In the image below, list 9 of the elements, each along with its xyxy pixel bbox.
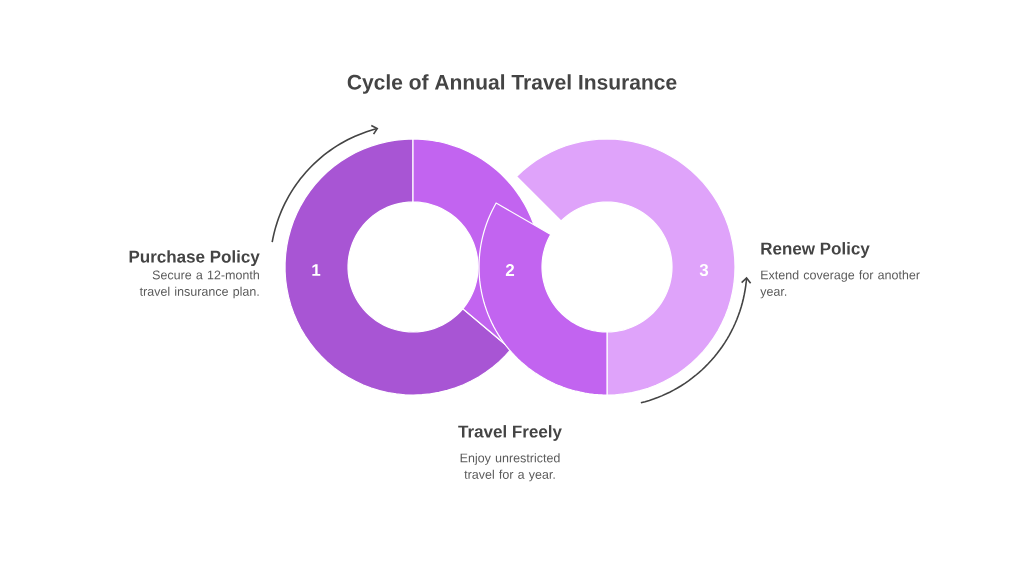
step-description: Enjoy unrestricted travel for a year.: [460, 453, 560, 482]
step-heading: Travel Freely: [458, 425, 562, 441]
step-heading: Renew Policy: [761, 242, 870, 258]
step-heading: Purchase Policy: [129, 250, 260, 267]
ring-segment: 2: [412, 138, 608, 396]
ring-segment: 3: [515, 138, 736, 396]
step-description: Secure a 12-month travel insurance plan.: [139, 270, 259, 299]
title: Cycle of Annual Travel Insurance: [347, 74, 677, 94]
step-description: Extend coverage for another year.: [760, 270, 920, 299]
